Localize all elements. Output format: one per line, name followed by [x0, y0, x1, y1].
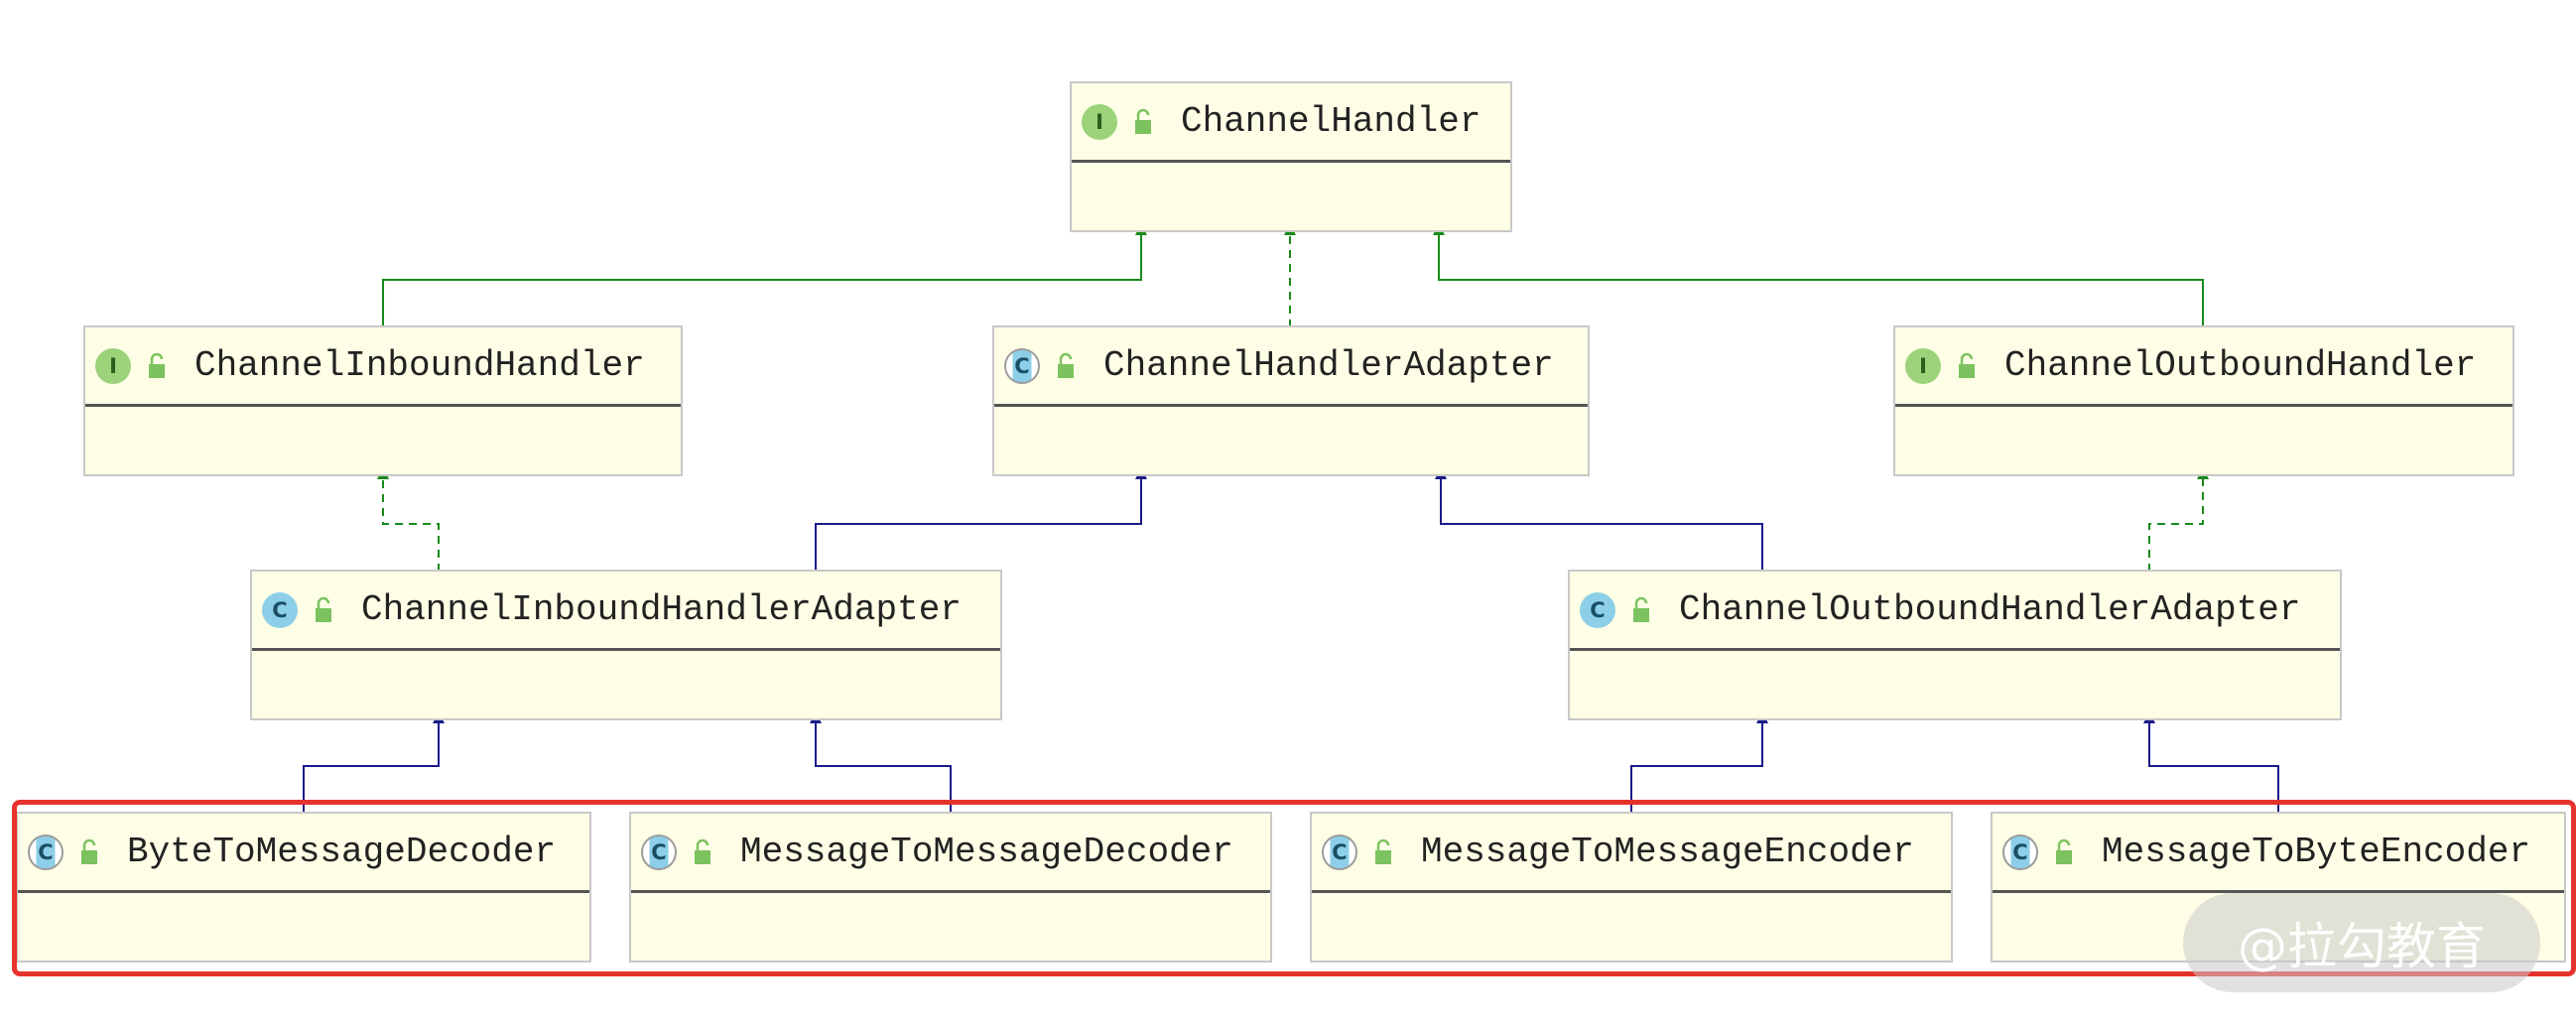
watermark: @拉勾教育 [2183, 893, 2540, 992]
unlock-icon [1135, 108, 1151, 134]
interface-icon: I [95, 347, 131, 384]
class-name: ChannelHandler [1181, 101, 1481, 142]
edge-message-to-message-encoder [1630, 711, 1768, 814]
unlock-icon [2056, 838, 2072, 864]
interface-icon: I [1905, 347, 1941, 384]
class-box-channel-handler-adapter[interactable]: C ChannelHandlerAdapter [992, 325, 1590, 476]
class-icon: C [1580, 591, 1615, 628]
class-box-channel-inbound-handler-adapter[interactable]: C ChannelInboundHandlerAdapter [250, 570, 1002, 720]
edge-byte-to-message-decoder [303, 711, 445, 814]
edge-inbound-adapter-to-inbound-handler [377, 467, 440, 572]
class-box-channel-outbound-handler[interactable]: I ChannelOutboundHandler [1893, 325, 2514, 476]
abstract-class-icon: C [1004, 347, 1040, 384]
class-name: MessageToMessageDecoder [740, 832, 1233, 872]
edge-outbound-adapter-to-outbound-handler [2148, 467, 2209, 572]
class-box-message-to-message-encoder[interactable]: C MessageToMessageEncoder [1310, 812, 1953, 962]
edge-inbound-handler-to-handler [382, 223, 1147, 327]
edge-message-to-message-decoder [810, 711, 952, 814]
class-name: ChannelOutboundHandlerAdapter [1679, 589, 2301, 630]
class-name: ChannelHandlerAdapter [1103, 345, 1554, 386]
class-name: MessageToByteEncoder [2102, 832, 2531, 872]
abstract-class-icon: C [1322, 834, 1357, 870]
unlock-icon [316, 596, 331, 622]
class-name: MessageToMessageEncoder [1421, 832, 1914, 872]
class-icon: C [262, 591, 298, 628]
class-name: ByteToMessageDecoder [127, 832, 557, 872]
edge-outbound-adapter-to-handler-adapter [1435, 467, 1763, 572]
class-box-channel-inbound-handler[interactable]: I ChannelInboundHandler [83, 325, 683, 476]
unlock-icon [695, 838, 710, 864]
class-box-channel-outbound-handler-adapter[interactable]: C ChannelOutboundHandlerAdapter [1568, 570, 2342, 720]
unlock-icon [81, 838, 97, 864]
class-box-channel-handler[interactable]: I ChannelHandler [1070, 81, 1512, 232]
unlock-icon [149, 352, 165, 378]
highlight-box [12, 800, 2576, 976]
edge-outbound-handler-to-handler [1433, 223, 2204, 327]
unlock-icon [1959, 352, 1975, 378]
edge-inbound-adapter-to-handler-adapter [815, 467, 1147, 572]
unlock-icon [1375, 838, 1391, 864]
abstract-class-icon: C [28, 834, 64, 870]
class-name: ChannelInboundHandlerAdapter [361, 589, 962, 630]
edge-message-to-byte-encoder [2143, 711, 2279, 814]
interface-icon: I [1082, 103, 1117, 140]
class-box-byte-to-message-decoder[interactable]: C ByteToMessageDecoder [16, 812, 591, 962]
unlock-icon [1058, 352, 1074, 378]
class-name: ChannelOutboundHandler [2004, 345, 2477, 386]
abstract-class-icon: C [2002, 834, 2038, 870]
abstract-class-icon: C [641, 834, 677, 870]
unlock-icon [1633, 596, 1649, 622]
class-box-message-to-message-decoder[interactable]: C MessageToMessageDecoder [629, 812, 1272, 962]
watermark-text: @拉勾教育 [2238, 918, 2486, 975]
class-name: ChannelInboundHandler [194, 345, 645, 386]
